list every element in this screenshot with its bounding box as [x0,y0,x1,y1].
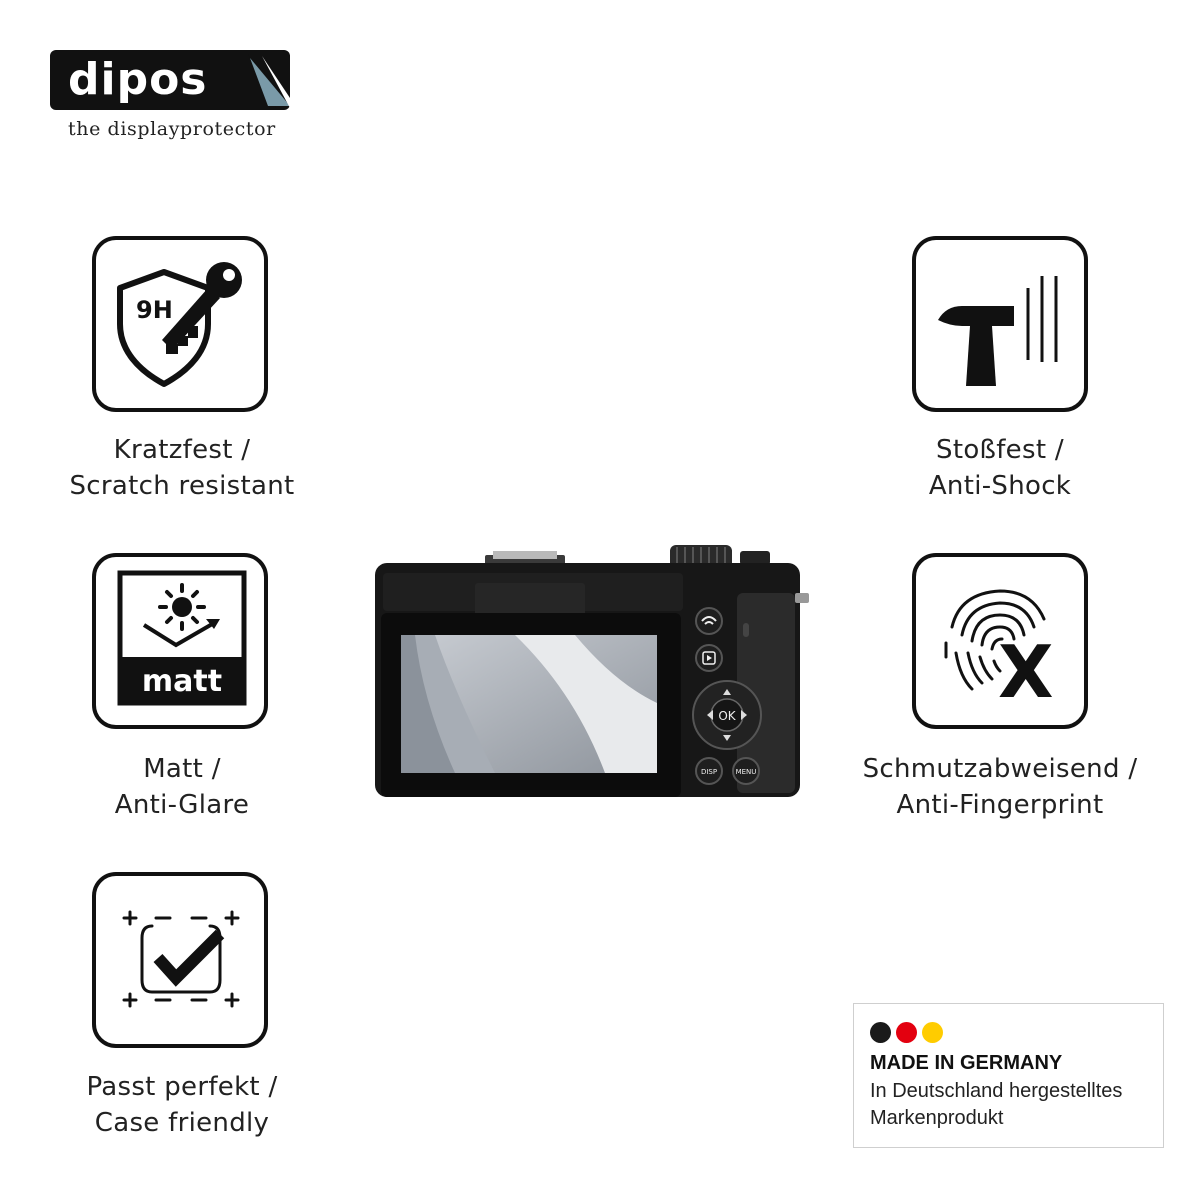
badge-line2: Markenprodukt [870,1107,1004,1129]
feature-matt-label: Matt / Anti-Glare [12,751,352,823]
feature-fingerprint-line2: Anti-Fingerprint [896,790,1104,820]
fingerprint-x-icon: X [944,589,1054,714]
feature-fit-box [92,872,268,1048]
badge-line1: In Deutschland hergestelltes [870,1080,1123,1102]
feature-fingerprint-label: Schmutzabweisend / Anti-Fingerprint [830,751,1170,823]
feature-matt-box: matt [92,553,268,729]
hammer-icon [938,276,1058,386]
svg-text:9H: 9H [136,296,173,324]
shield-9h-key-icon: 9H [117,262,242,387]
svg-text:DISP: DISP [701,768,717,776]
feature-scratch-label: Kratzfest / Scratch resistant [12,432,352,504]
feature-fingerprint-line1: Schmutzabweisend / [862,754,1138,784]
feature-fit-label: Passt perfekt / Case friendly [12,1069,352,1141]
badge-title: MADE IN GERMANY [870,1052,1063,1074]
logo-brand-text: dipos [68,54,208,105]
feature-fit-line2: Case friendly [94,1108,270,1138]
feature-shock-line2: Anti-Shock [928,471,1072,501]
svg-text:X: X [998,630,1054,714]
camera-back-icon: OK DISP MENU [375,545,809,797]
feature-matt-line1: Matt / [143,754,221,784]
svg-text:MENU: MENU [736,768,757,776]
feature-matt-line2: Anti-Glare [114,790,250,820]
feature-shock-box [912,236,1088,412]
feature-scratch-line1: Kratzfest / [113,435,251,465]
feature-shock-line1: Stoßfest / [936,435,1064,465]
dot-gold-icon [922,1022,943,1043]
feature-fingerprint-box: X [912,553,1088,729]
checkmark-frame-icon [122,910,240,1008]
dot-red-icon [896,1022,917,1043]
brand-logo: dipos [50,50,294,112]
svg-text:matt: matt [142,664,222,699]
feature-fit-line1: Passt perfekt / [86,1072,278,1102]
dot-black-icon [870,1022,891,1043]
feature-scratch-box: 9H [92,236,268,412]
logo-tagline: the displayprotector [68,118,276,140]
made-in-germany-badge: MADE IN GERMANY In Deutschland hergestel… [853,1003,1164,1148]
anti-glare-matt-icon: matt [117,570,247,706]
feature-scratch-line2: Scratch resistant [69,471,295,501]
feature-shock-label: Stoßfest / Anti-Shock [830,432,1170,504]
logo-shape [50,50,294,110]
svg-text:OK: OK [718,709,736,723]
